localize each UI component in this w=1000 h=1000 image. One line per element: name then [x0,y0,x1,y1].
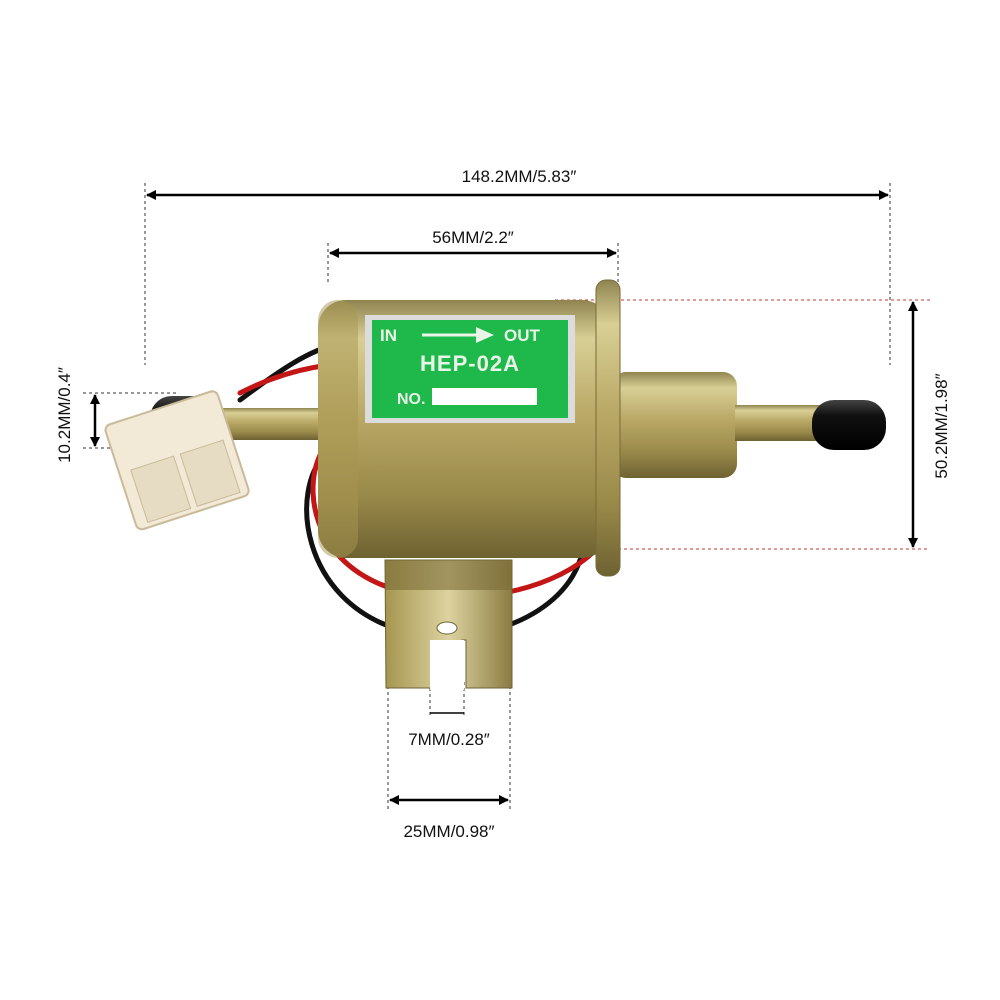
overall-length-label: 148.2MM/5.83″ [461,167,577,186]
pump-label: IN OUT HEP-02A NO. [365,315,575,423]
label-out: OUT [504,326,541,345]
dimension-arrows [90,190,918,805]
connector-height-label: 10.2MM/0.4″ [55,367,74,463]
outlet-tube [735,405,825,441]
bracket-width-label: 25MM/0.98″ [403,822,495,841]
slot-width-label: 7MM/0.28″ [408,730,490,749]
wire-connector [104,390,250,531]
label-number: NO. [397,391,425,408]
body-length-label: 56MM/2.2″ [432,228,514,247]
outlet-cap [812,400,886,450]
label-in: IN [380,326,397,345]
label-model: HEP-02A [420,351,520,376]
body-diameter-label: 50.2MM/1.98″ [932,373,951,479]
outlet-boss [612,372,737,478]
label-number-field [432,388,537,405]
flow-arrow-icon [476,327,494,343]
mounting-bracket [384,559,513,690]
